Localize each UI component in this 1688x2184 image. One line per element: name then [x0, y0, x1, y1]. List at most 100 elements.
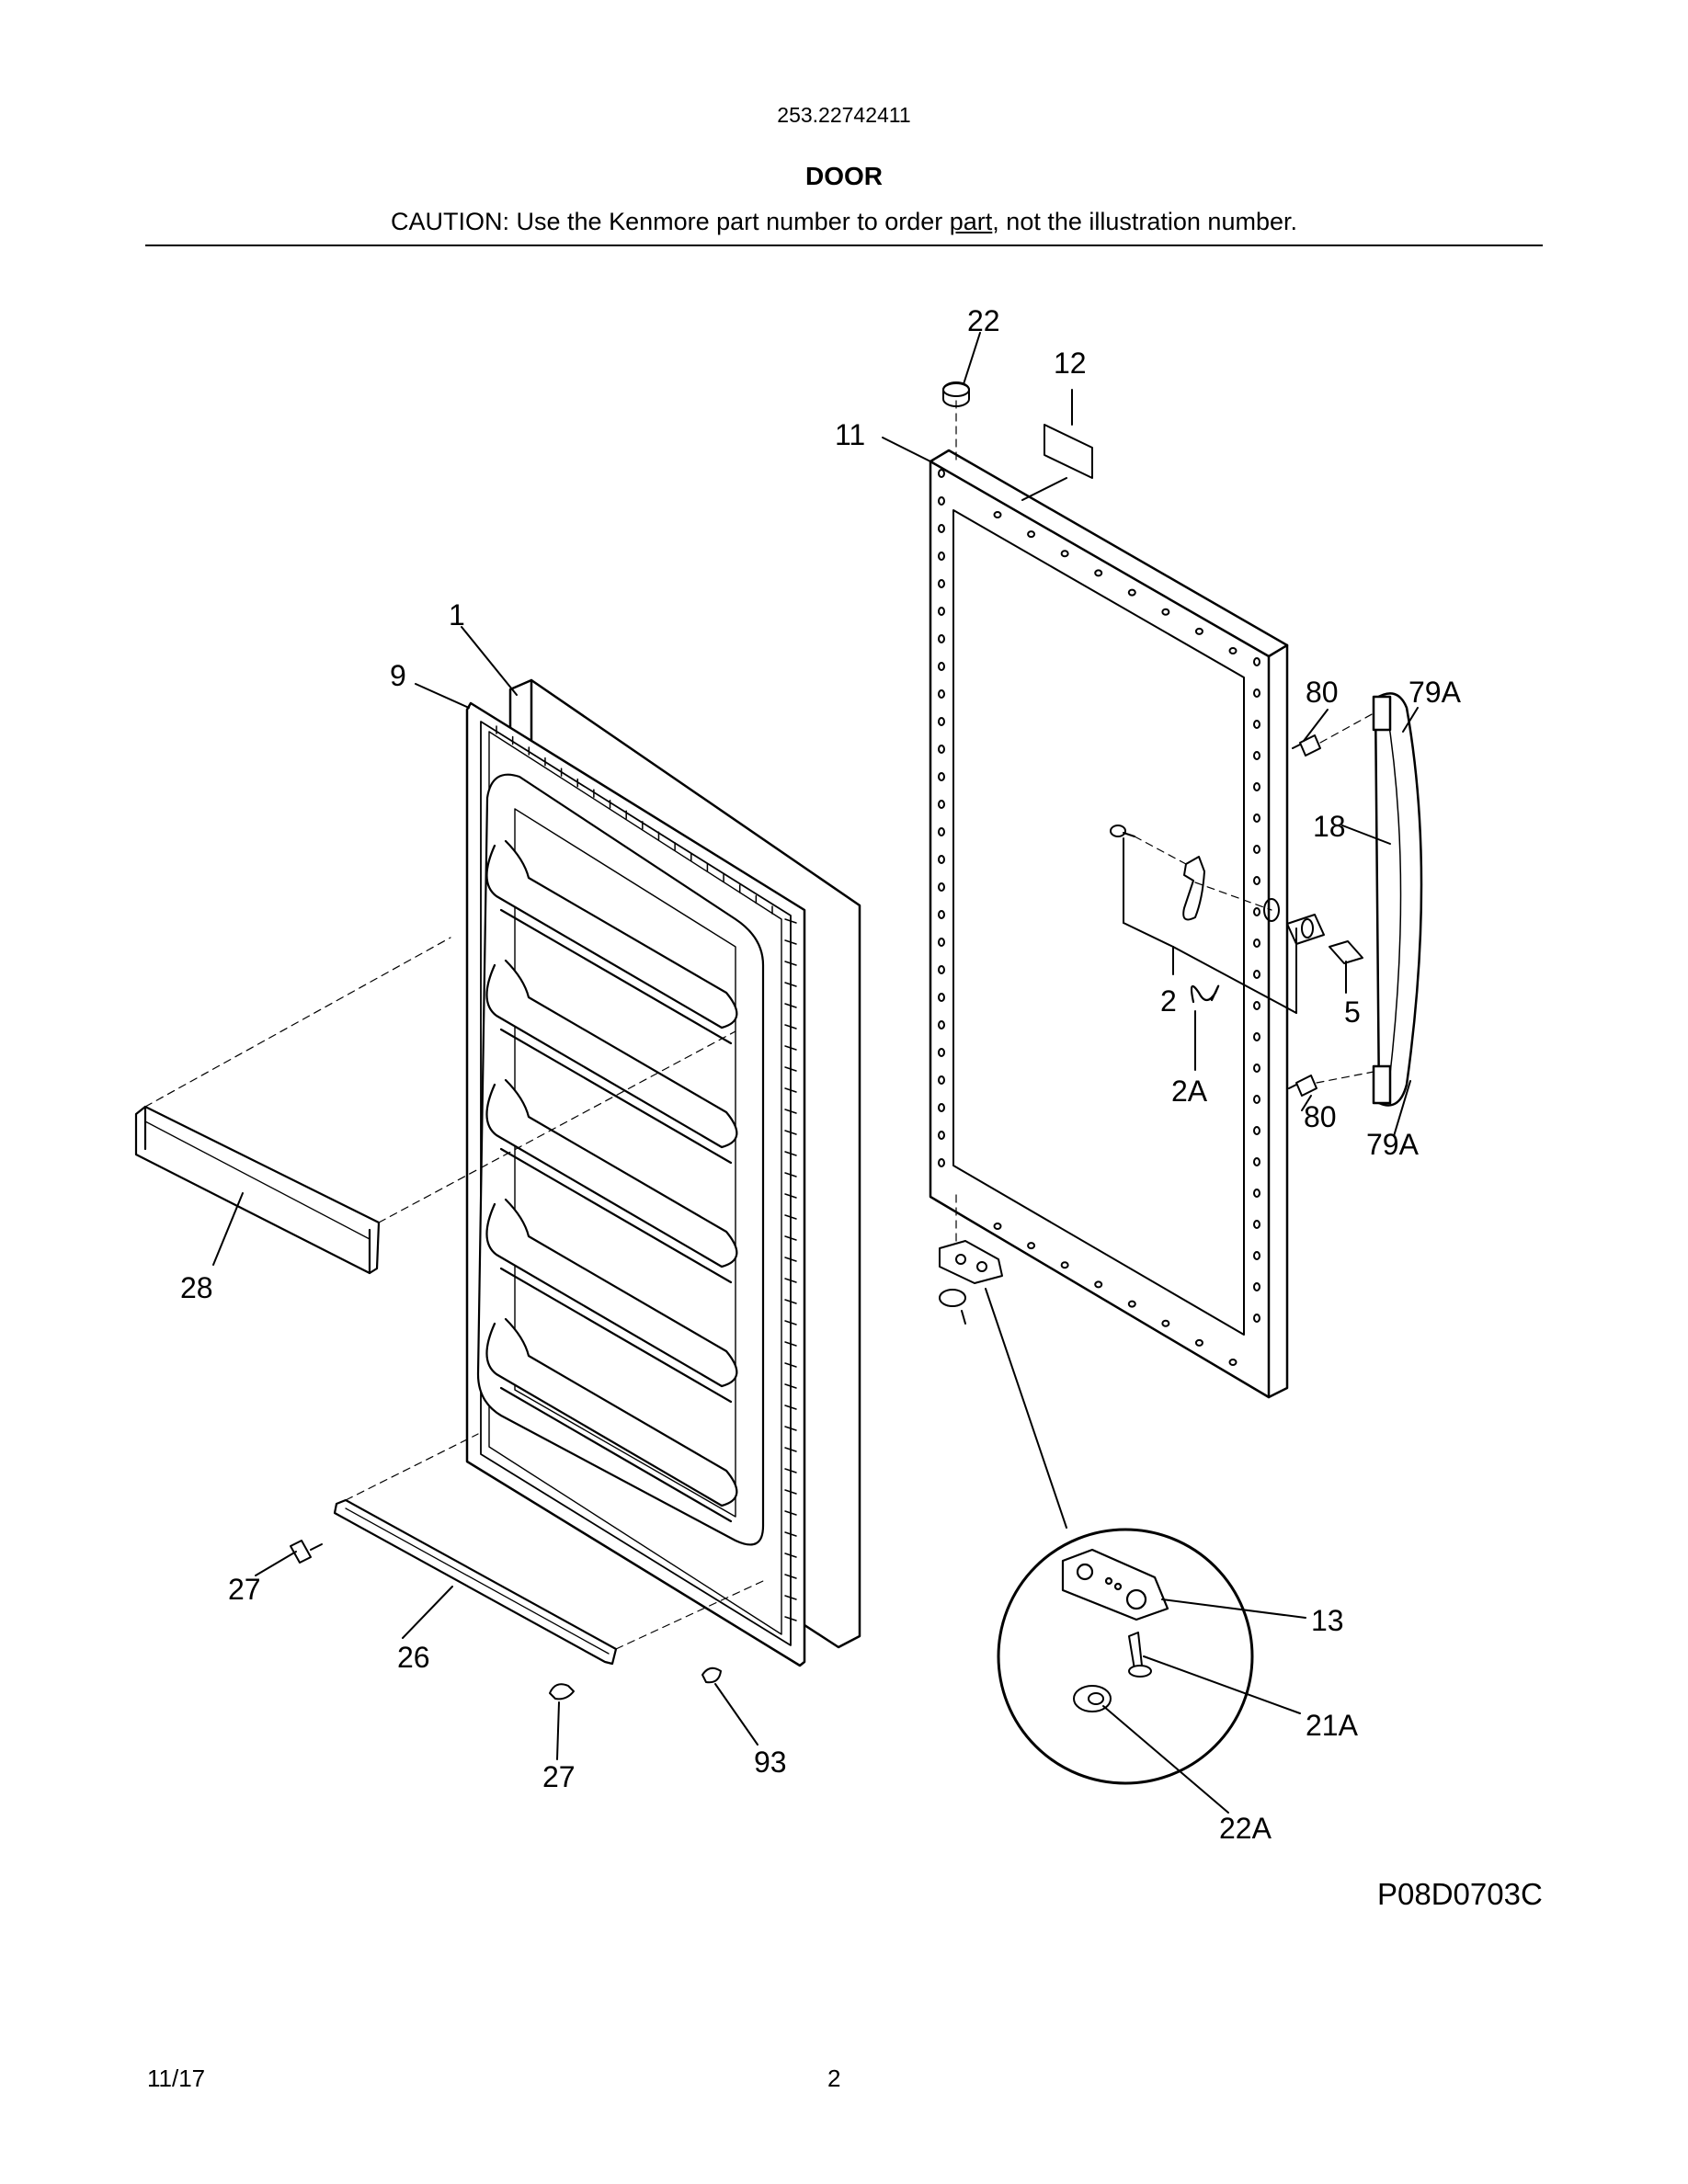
callout-2A: 2A: [1171, 1075, 1208, 1108]
door-hole: [993, 1223, 1002, 1230]
door-hole: [1253, 751, 1260, 760]
door-hole: [938, 496, 945, 506]
door-hole: [938, 855, 945, 864]
callout-27-left: 27: [228, 1573, 261, 1606]
shelf-rail: [485, 1317, 738, 1507]
door-hole: [1027, 1242, 1036, 1250]
door-hole: [938, 634, 945, 643]
callout-13: 13: [1311, 1604, 1344, 1637]
liner-tick: [784, 939, 797, 945]
door-hole: [938, 552, 945, 561]
door-hole: [1127, 588, 1136, 597]
callout-18: 18: [1313, 810, 1346, 843]
callout-1: 1: [449, 598, 465, 631]
door-hole: [938, 1020, 945, 1029]
door-hole: [938, 662, 945, 671]
liner-tick: [784, 1003, 797, 1008]
liner-tick: [784, 1616, 797, 1621]
part-2A-clip: [1190, 984, 1220, 1004]
door-hole: [938, 910, 945, 919]
door-hole: [1253, 876, 1260, 885]
liner-tick: [784, 1426, 797, 1431]
liner-tick: [784, 1320, 797, 1325]
part-22A-washer: [1073, 1685, 1112, 1712]
shelf-edge: [499, 908, 733, 1045]
shelf-rail: [485, 839, 738, 1029]
liner-tick: [784, 1172, 797, 1177]
part-18-handle: [1372, 692, 1423, 1107]
hinge-parts-small: [939, 1240, 1003, 1325]
callout-28: 28: [180, 1271, 213, 1304]
liner-tick: [784, 1531, 797, 1537]
section-title: DOOR: [805, 162, 883, 190]
callout-79A-top: 79A: [1409, 676, 1462, 709]
liner-tick: [784, 1553, 797, 1558]
door-hole: [938, 1158, 945, 1167]
liner-tick: [784, 1383, 797, 1389]
door-hole: [1060, 1261, 1069, 1269]
door-hole: [1228, 1359, 1237, 1366]
caution-note: CAUTION: Use the Kenmore part number to …: [0, 208, 1688, 236]
callout-11: 11: [835, 418, 865, 451]
door-hole: [1253, 813, 1260, 823]
door-hole: [1253, 1001, 1260, 1010]
hinge-detail-callout: [997, 1528, 1254, 1785]
callout-2: 2: [1160, 984, 1177, 1018]
caution-text-suffix: , not the illustration number.: [992, 208, 1297, 235]
liner-tick: [784, 918, 797, 924]
liner-tick: [784, 1510, 797, 1516]
callout-27-bottom: 27: [542, 1760, 576, 1793]
liner-tick: [784, 961, 797, 966]
door-hole: [1253, 1157, 1260, 1166]
liner-tick: [784, 1362, 797, 1368]
door-hole: [1253, 657, 1260, 666]
shelf-edge: [499, 1028, 733, 1165]
door-hole: [1253, 907, 1260, 916]
door-hole: [1253, 720, 1260, 729]
door-hole: [938, 1131, 945, 1140]
door-hole: [1161, 1319, 1170, 1327]
callout-12: 12: [1054, 347, 1087, 380]
door-hole: [938, 938, 945, 947]
shelf-edge: [499, 1267, 733, 1404]
part-93-screw: [701, 1666, 722, 1684]
part-28-shelf-bar: [134, 1105, 381, 1275]
shelf-rail: [485, 959, 738, 1149]
liner-tick: [784, 1299, 797, 1304]
door-hole: [993, 511, 1002, 518]
liner-tick: [784, 1341, 797, 1347]
door-hole: [938, 827, 945, 836]
liner-tick: [784, 1130, 797, 1135]
diagram-code: P08D0703C: [1377, 1877, 1543, 1911]
door-hole: [1253, 1220, 1260, 1229]
door-hole: [938, 1048, 945, 1057]
part-22-plug: [942, 381, 970, 407]
callout-79A-bottom: 79A: [1366, 1128, 1420, 1161]
door-screw-holes: [938, 469, 1260, 1366]
callout-leader-lines: [212, 332, 1419, 1814]
caution-text-prefix: CAUTION: Use the Kenmore part number to …: [391, 208, 950, 235]
door-hole: [938, 745, 945, 754]
door-hole: [1194, 1338, 1203, 1347]
part-12-label: [1044, 424, 1093, 479]
footer-date: 11/17: [147, 2065, 206, 2092]
door-hole: [1253, 970, 1260, 979]
liner-tick: [784, 1214, 797, 1220]
callout-21A: 21A: [1306, 1709, 1359, 1742]
door-hole: [1253, 782, 1260, 791]
model-number: 253.22742411: [777, 103, 911, 127]
door-hole: [938, 1103, 945, 1112]
door-shelf-rails: [485, 839, 738, 1523]
liner-tick: [784, 1109, 797, 1114]
door-hole: [1094, 1280, 1103, 1289]
callout-5: 5: [1344, 995, 1361, 1029]
door-hole: [938, 1075, 945, 1085]
alignment-dashed-lines: [144, 400, 1374, 1650]
door-hole: [1253, 845, 1260, 854]
door-hole: [1094, 569, 1103, 577]
door-hole: [1253, 1095, 1260, 1104]
callout-9: 9: [390, 659, 406, 692]
callout-80-bottom: 80: [1304, 1100, 1337, 1133]
door-hole: [1253, 1032, 1260, 1041]
